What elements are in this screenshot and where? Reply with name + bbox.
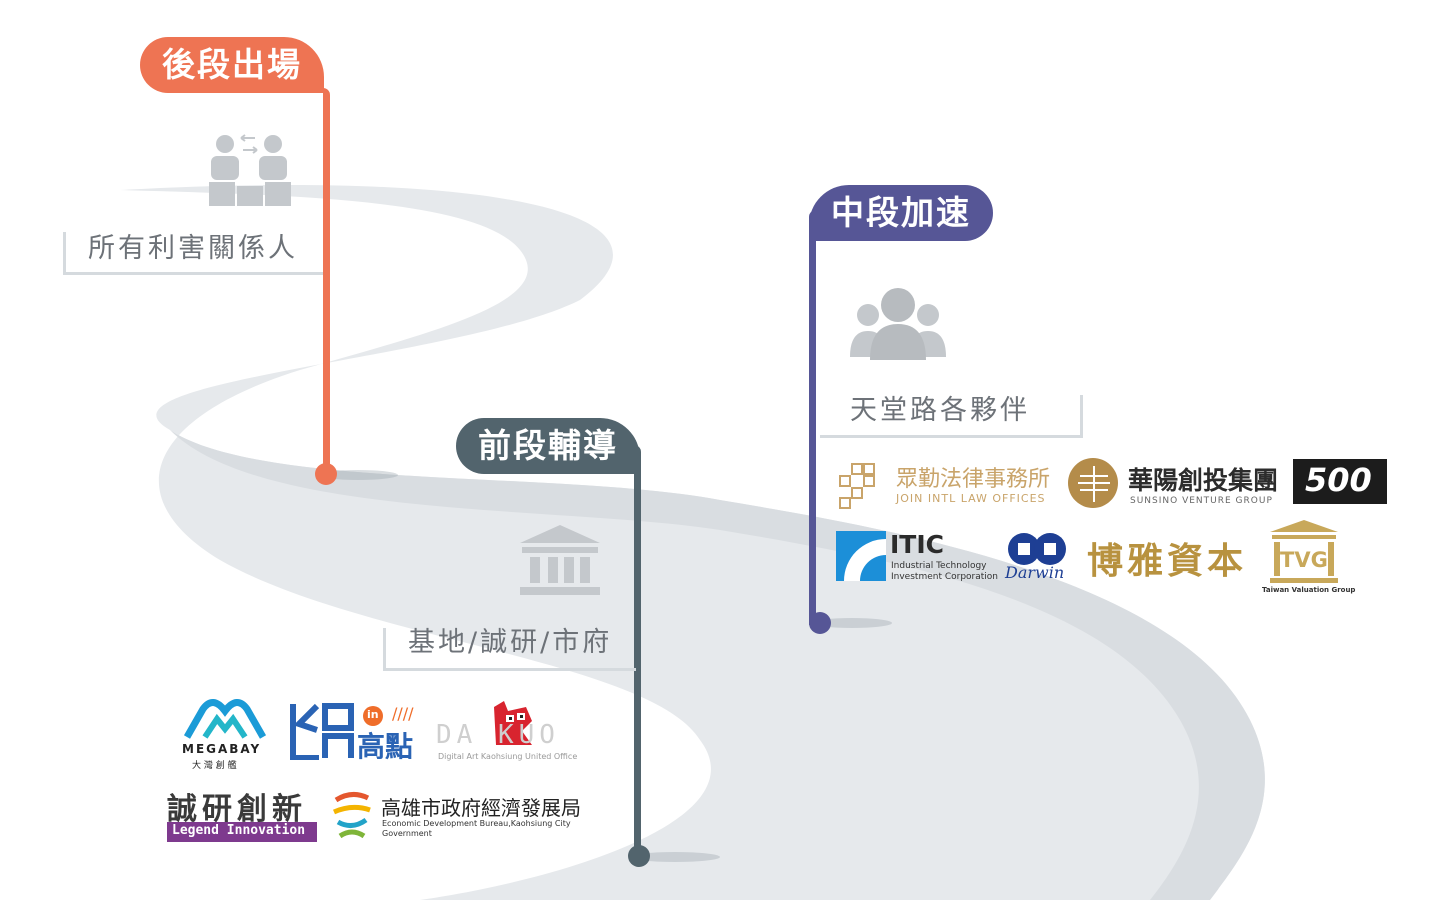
joinlaw-name-en: JOIN INTL LAW OFFICES	[896, 492, 1046, 505]
itic-sub-line1: Industrial Technology	[891, 561, 987, 571]
five-hundred-logo	[1293, 459, 1387, 504]
middle-stage-shadow	[812, 618, 892, 628]
late-stage-flag: 後段出場	[140, 37, 324, 93]
itic-logo-mark	[836, 531, 886, 581]
early-stage-flag: 前段輔導	[456, 418, 640, 474]
late-category-bracket-left	[63, 232, 66, 275]
legend-bar	[167, 822, 317, 842]
institution-icon	[518, 523, 602, 597]
late-stage-shadow	[318, 470, 398, 480]
sunsino-name-en: SUNSINO VENTURE GROUP	[1130, 496, 1273, 506]
darwin-logo-mark	[1006, 531, 1068, 567]
itic-sub-line2: Investment Corporation	[891, 572, 999, 582]
legend-name-en: Legend Innovation	[172, 823, 306, 838]
kcg-name-cn: 高雄市政府經濟發展局	[381, 796, 581, 820]
kcg-logo-mark	[330, 790, 374, 840]
tvg-sub: Taiwan Valuation Group	[1262, 586, 1356, 594]
early-category-bracket	[383, 628, 636, 671]
middle-stage-dot	[809, 612, 831, 634]
kcg-name-en-line2: Government	[382, 829, 432, 838]
group-icon	[848, 285, 948, 360]
late-category-bracket	[63, 232, 323, 275]
dakuo-wordmark: DA KUO	[436, 720, 560, 750]
legend-name-cn: 誠研創新	[167, 792, 307, 827]
early-stage-pole	[634, 445, 641, 858]
sunsino-name-cn: 華陽創投集團	[1128, 466, 1279, 495]
joinlaw-logo-mark	[838, 462, 882, 510]
early-category-label: 基地/誠研/市府	[408, 627, 613, 658]
dakuo-sub: Digital Art Kaohsiung United Office	[438, 752, 578, 761]
megabay-name-cn: 大 灣 創 艦	[192, 761, 237, 771]
darwin-name: Darwin	[1005, 563, 1065, 582]
early-stage-shadow	[630, 852, 720, 862]
sunsino-logo-mark	[1068, 458, 1118, 508]
people-exchange-icon	[205, 128, 295, 208]
megabay-logo-mark	[183, 697, 267, 739]
ko-in-text: in	[367, 708, 379, 721]
five-hundred-text: 500	[1305, 461, 1372, 499]
late-stage-pole	[323, 88, 330, 476]
boya-capital-name: 博雅資本	[1087, 540, 1248, 582]
late-category-label: 所有利害關係人	[88, 233, 298, 264]
joinlaw-name-cn: 眾勤法律事務所	[896, 467, 1051, 492]
tvg-logo-mark	[1266, 518, 1342, 584]
ko-logo-mark	[289, 702, 355, 761]
ko-name-cn: 高點	[357, 730, 414, 763]
middle-category-label: 天堂路各夥伴	[850, 395, 1030, 426]
itic-title: ITIC	[890, 530, 945, 559]
tvg-text: TVG	[1280, 548, 1328, 572]
kcg-name-en-line1: Economic Development Bureau,Kaohsiung Ci…	[382, 819, 571, 828]
ko-in-badge	[363, 706, 383, 726]
dakuo-mascot	[492, 701, 534, 747]
middle-category-bracket	[820, 395, 1083, 438]
late-stage-dot	[315, 463, 337, 485]
middle-stage-pole	[809, 210, 816, 625]
middle-stage-flag: 中段加速	[809, 185, 993, 241]
early-stage-dot	[628, 845, 650, 867]
megabay-name-en: MEGABAY	[182, 742, 262, 756]
ko-slashes-icon: ////	[392, 704, 414, 723]
